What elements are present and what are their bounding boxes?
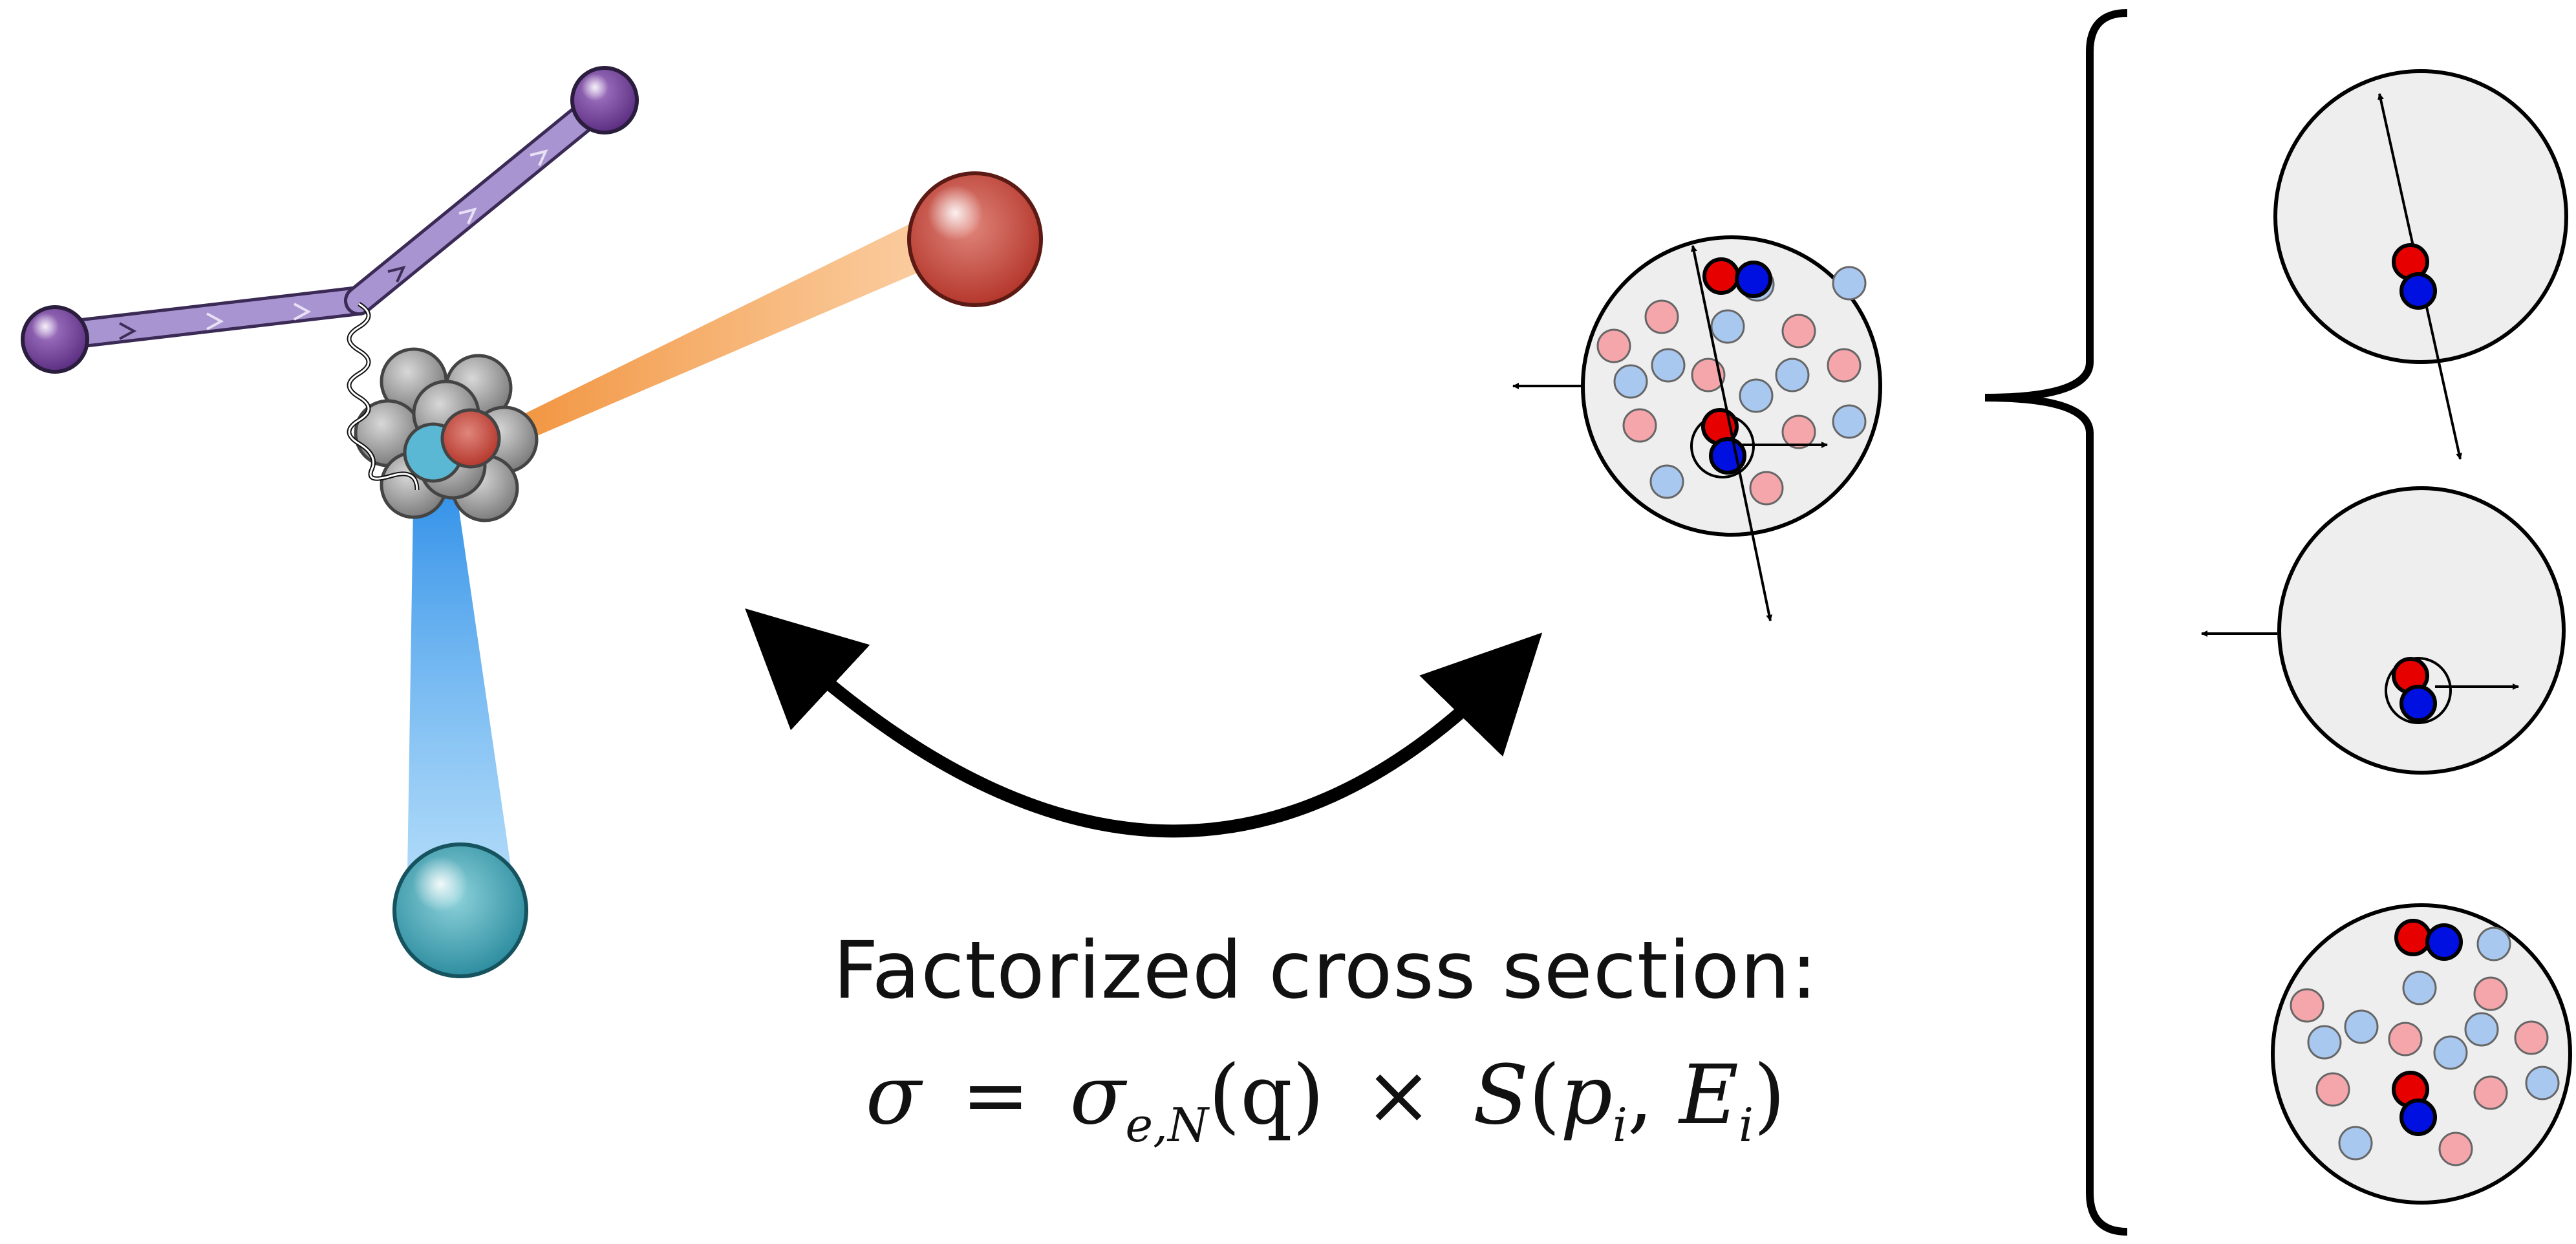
mean-field-panel — [2201, 486, 2566, 775]
residual-nucleus-panel — [2271, 903, 2572, 1205]
formula-E-sub: i — [1739, 1098, 1754, 1152]
formula-S: S — [1472, 1047, 1529, 1142]
nucleus-icon — [1512, 235, 1882, 621]
curly-brace-icon — [1984, 9, 2128, 1236]
src-pair-panel — [2273, 69, 2568, 460]
nucleus-cluster — [354, 347, 539, 522]
double-headed-arrow-icon — [745, 608, 1543, 838]
formula-p-sub: i — [1612, 1098, 1627, 1152]
formula-equals: = — [961, 1047, 1030, 1142]
formula-sub-eN: e,N — [1125, 1098, 1209, 1152]
electron-scattering-icon — [21, 66, 1043, 978]
blue-jet — [407, 466, 511, 873]
formula-open: ( — [1529, 1047, 1561, 1142]
formula-p: p — [1560, 1047, 1613, 1142]
orange-jet — [485, 217, 950, 453]
formula-comma: , — [1627, 1047, 1680, 1142]
formula-q: (q) — [1208, 1047, 1324, 1142]
formula-sigma: σ — [865, 1047, 921, 1142]
formula-E: E — [1679, 1047, 1739, 1142]
formula-close: ) — [1754, 1047, 1786, 1142]
formula-times: × — [1364, 1047, 1433, 1142]
cross-section-formula: σ = σe,N(q) × S(pi, Ei) — [711, 1047, 1940, 1148]
formula-sigma-eN: σ — [1069, 1047, 1126, 1142]
caption-title: Factorized cross section: — [833, 925, 1818, 1016]
